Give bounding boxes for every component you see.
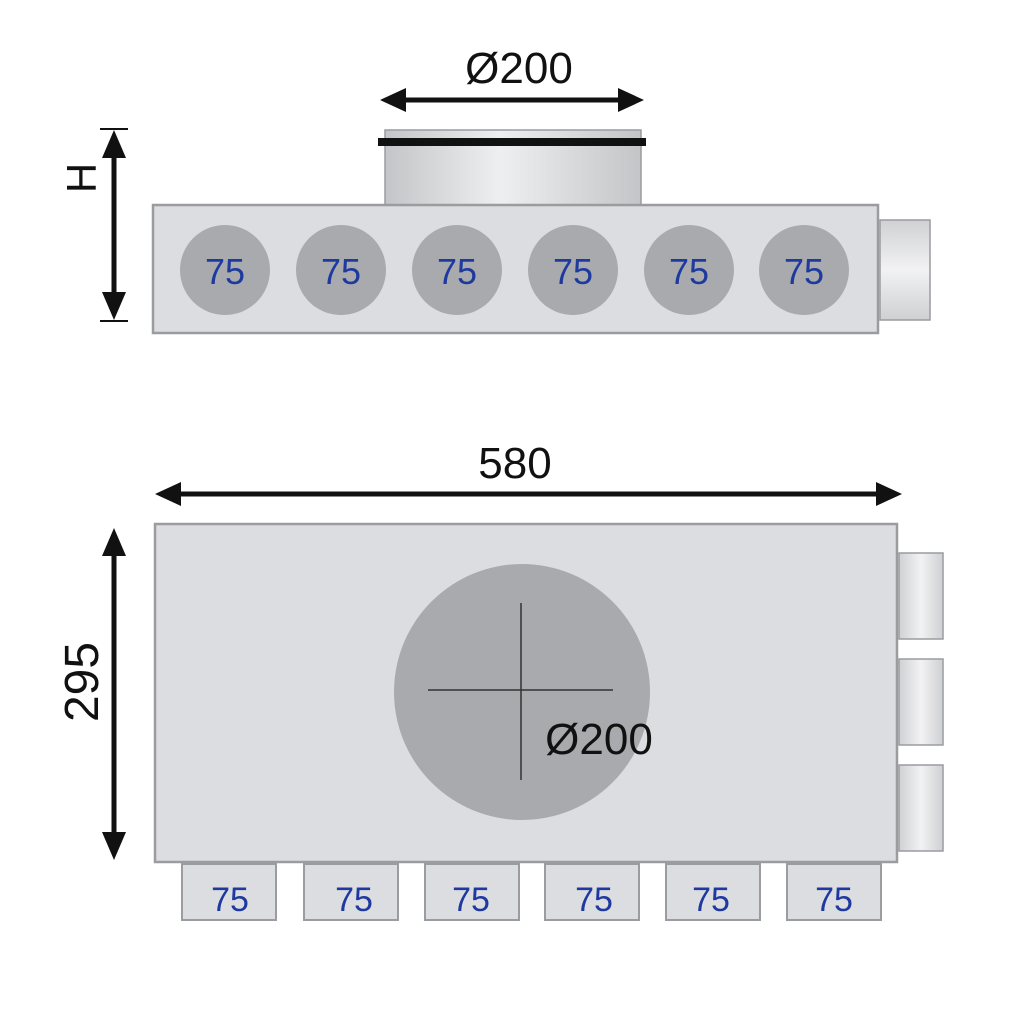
collar-seal-ring [378, 138, 646, 146]
port-label: 75 [784, 251, 824, 292]
central-outlet-circle [394, 564, 650, 820]
height-label: H [58, 163, 105, 193]
right-spigot [898, 658, 944, 746]
port-circle [412, 225, 502, 315]
port-circle [296, 225, 386, 315]
plan-view: 580 295 Ø200 75 75 75 [56, 439, 944, 921]
bottom-port [786, 863, 882, 921]
port-label: 75 [437, 251, 477, 292]
side-elevation-view: Ø200 75 75 75 75 75 75 [58, 44, 931, 335]
port-label: 75 [669, 251, 709, 292]
length-label: 580 [478, 439, 551, 488]
outlet-diameter-label: Ø200 [545, 715, 653, 764]
arrow-up-icon [102, 528, 126, 556]
port-label: 75 [452, 881, 490, 919]
port-circle [759, 225, 849, 315]
collar-diameter-label: Ø200 [465, 44, 573, 93]
arrow-right-icon [876, 482, 902, 506]
port-label: 75 [553, 251, 593, 292]
port-label: 75 [692, 881, 730, 919]
width-label: 295 [56, 642, 109, 722]
arrow-up-icon [102, 130, 126, 158]
plenum-box-side [151, 203, 880, 335]
bottom-port [181, 863, 277, 921]
bottom-port [544, 863, 640, 921]
port-label: 75 [205, 251, 245, 292]
arrow-left-icon [155, 482, 181, 506]
arrow-down-icon [102, 832, 126, 860]
arrow-down-icon [102, 292, 126, 320]
collar-diameter-dimension: Ø200 [380, 44, 644, 112]
port-circle [644, 225, 734, 315]
right-spigot [898, 764, 944, 852]
port-label: 75 [321, 251, 361, 292]
width-dimension: 295 [56, 528, 126, 860]
port-circle [528, 225, 618, 315]
port-row-plan: 75 75 75 75 75 75 [181, 863, 882, 921]
bottom-port [424, 863, 520, 921]
arrow-left-icon [380, 88, 406, 112]
port-label: 75 [335, 881, 373, 919]
bottom-port [665, 863, 761, 921]
arrow-right-icon [618, 88, 644, 112]
port-row-side: 75 75 75 75 75 75 [180, 225, 849, 315]
right-spigot [898, 552, 944, 640]
port-circle [180, 225, 270, 315]
bottom-port [303, 863, 399, 921]
height-dimension: H [58, 128, 128, 322]
port-label: 75 [575, 881, 613, 919]
port-label: 75 [211, 881, 249, 919]
length-dimension: 580 [155, 439, 902, 506]
side-spigot [879, 219, 931, 321]
port-label: 75 [815, 881, 853, 919]
